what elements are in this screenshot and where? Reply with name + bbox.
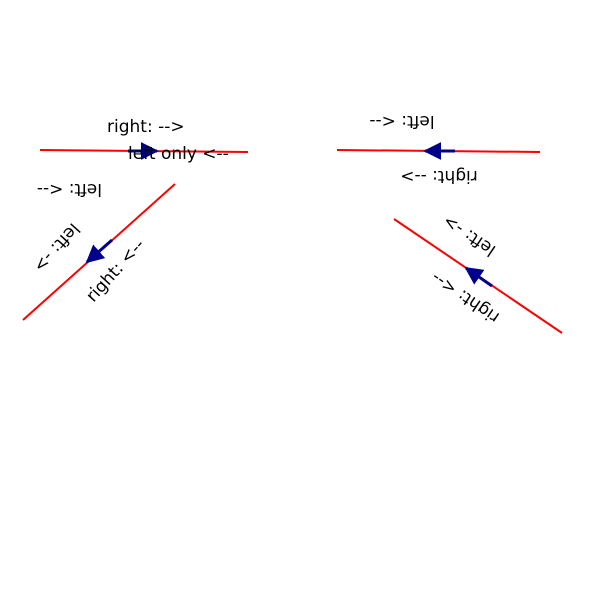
label-bottom-left-above: left: -> xyxy=(29,219,83,276)
label-bottom-right-below: right: <-- xyxy=(428,267,504,327)
label-top-left-below: left: <-- xyxy=(37,179,102,199)
label-top-left-center: left only <-- xyxy=(128,144,229,164)
label-top-left-above: right: --> xyxy=(107,117,185,137)
arrow-bottom-right xyxy=(464,266,493,288)
label-bottom-left-below: right: <-- xyxy=(82,235,149,306)
label-top-right-above: left: <-- xyxy=(369,111,434,131)
arrow-bottom-left xyxy=(85,238,113,264)
label-bottom-right-above: left: -> xyxy=(439,210,499,260)
label-top-right-below: right: --> xyxy=(400,166,478,186)
